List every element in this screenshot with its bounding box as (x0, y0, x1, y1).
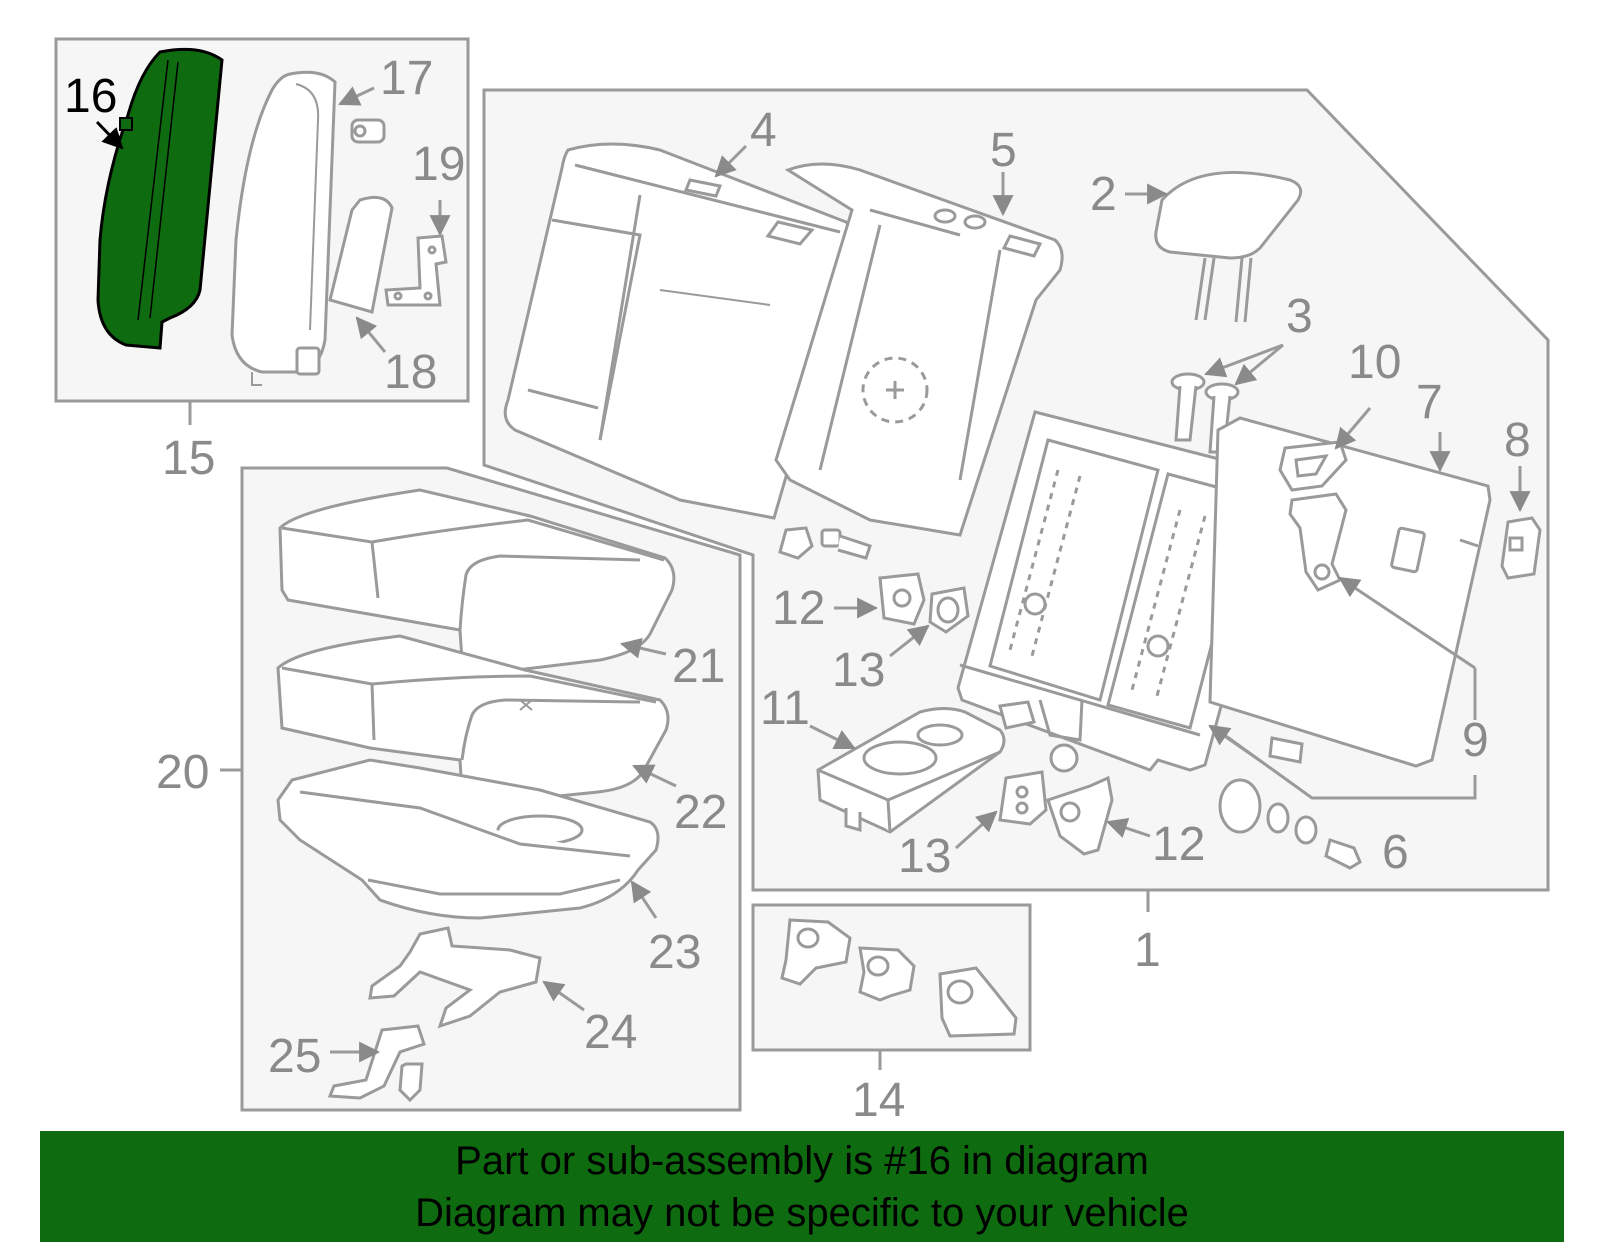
banner-line-part: Part or sub-assembly is #16 in diagram (455, 1138, 1149, 1183)
leader-18 (355, 316, 387, 353)
callout-6[interactable]: 6 (1382, 826, 1409, 879)
callout-23[interactable]: 23 (648, 926, 701, 979)
callout-19[interactable]: 19 (412, 138, 465, 191)
part-2-headrest (1154, 170, 1303, 323)
leader-10 (1334, 407, 1372, 450)
callout-2[interactable]: 2 (1090, 168, 1117, 221)
callout-10[interactable]: 10 (1348, 336, 1401, 389)
banner-line-disclaimer: Diagram may not be specific to your vehi… (415, 1190, 1189, 1235)
callout-13a[interactable]: 13 (832, 644, 885, 697)
callout-18[interactable]: 18 (384, 346, 437, 399)
callout-17[interactable]: 17 (380, 52, 433, 105)
part-8-latch (1500, 516, 1542, 580)
part-5-seatback-right (774, 162, 1064, 537)
callout-3[interactable]: 3 (1286, 290, 1313, 343)
part-19-bracket (384, 234, 448, 307)
leader-3a (1204, 343, 1284, 378)
part-11-cupholder (816, 707, 1006, 834)
part-misc-small (998, 700, 1362, 870)
part-9-hinge (1288, 492, 1348, 592)
callout-4[interactable]: 4 (750, 104, 777, 157)
leader-17 (338, 86, 375, 106)
info-banner: Part or sub-assembly is #16 in diagram D… (40, 1131, 1564, 1242)
callout-5[interactable]: 5 (990, 124, 1017, 177)
part-12-bracket-lower (1046, 775, 1114, 856)
leader-9-arrow (1338, 576, 1476, 670)
part-13-bushing-upper (928, 586, 970, 634)
callout-11[interactable]: 11 (760, 682, 810, 735)
part-fasteners-upper (778, 526, 872, 560)
callout-13b[interactable]: 13 (898, 830, 951, 883)
leader-3b (1234, 343, 1284, 386)
leader-11 (809, 724, 856, 750)
callout-14[interactable]: 14 (852, 1074, 905, 1127)
part-16-armrest-cover[interactable] (96, 47, 224, 350)
callout-8[interactable]: 8 (1504, 414, 1531, 467)
part-14-brackets (780, 918, 1018, 1038)
callout-16[interactable]: 16 (64, 70, 117, 123)
callout-12a[interactable]: 12 (772, 582, 825, 635)
callout-21[interactable]: 21 (672, 640, 725, 693)
info-banner-bg (40, 1131, 1564, 1242)
part-17-latch (295, 346, 321, 376)
callouts: 16 17 19 18 15 4 5 2 3 10 7 8 9 6 12 13 … (64, 52, 1531, 1127)
leader-4 (714, 144, 748, 178)
leader-22 (632, 764, 677, 788)
callout-25[interactable]: 25 (268, 1030, 321, 1083)
callout-9[interactable]: 9 (1462, 714, 1489, 767)
part-24-bracket (368, 926, 542, 1029)
part-13-bushing-lower (998, 770, 1048, 826)
leader-12b (1106, 818, 1151, 838)
callout-24[interactable]: 24 (584, 1006, 637, 1059)
leader-13b (954, 810, 998, 850)
leader-23 (630, 880, 658, 919)
part-23-frame (276, 758, 660, 920)
leader-21 (619, 637, 667, 659)
callout-22[interactable]: 22 (674, 786, 727, 839)
callout-7[interactable]: 7 (1416, 376, 1443, 429)
part-17-armrest (230, 70, 337, 386)
part-18-pad (328, 195, 394, 314)
part-17-clip (350, 118, 386, 144)
leader-6-arrow (1208, 724, 1263, 764)
part-22-pad (276, 634, 670, 804)
leader-24 (542, 980, 585, 1012)
callout-20[interactable]: 20 (156, 746, 209, 799)
callout-12b[interactable]: 12 (1152, 818, 1205, 871)
leader-16 (95, 120, 124, 150)
callout-15[interactable]: 15 (162, 432, 215, 485)
callout-1[interactable]: 1 (1134, 924, 1161, 977)
leader-13a (889, 624, 930, 658)
part-12-bracket-upper (878, 572, 926, 626)
